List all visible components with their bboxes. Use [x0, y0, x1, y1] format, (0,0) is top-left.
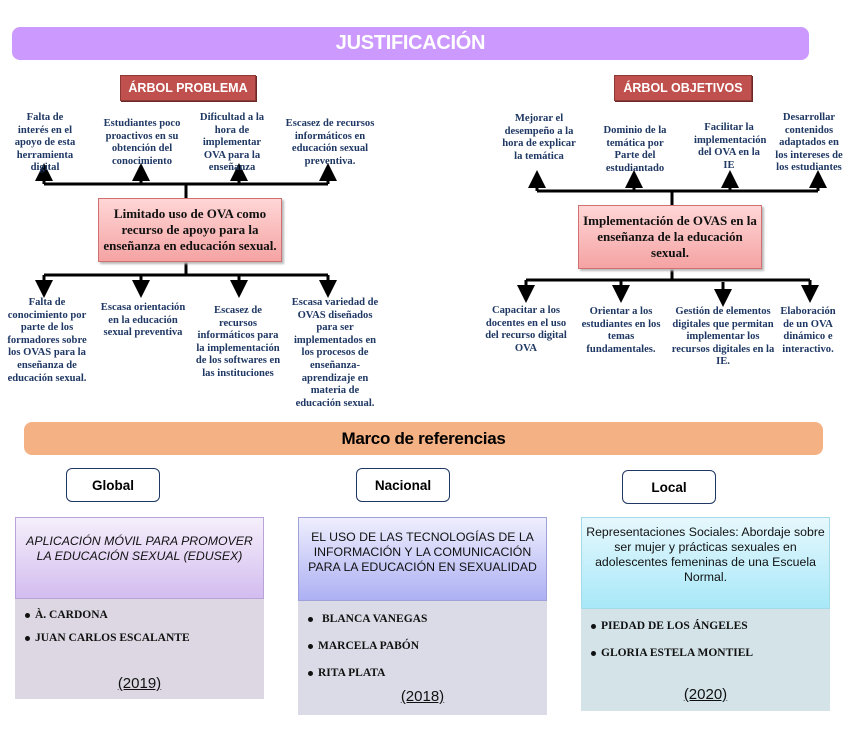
- objective-end: Facilitar la implementación del OVA en l…: [694, 122, 767, 171]
- author-name: GLORIA ESTELA MONTIEL: [601, 647, 754, 659]
- reference-card-global: APLICACIÓN MÓVIL PARA PROMOVER LA EDUCAC…: [15, 517, 264, 699]
- author-name: PIEDAD DE LOS ÁNGELES: [601, 620, 748, 632]
- objective-mean: Orientar a los estudiantes en los temas …: [581, 306, 661, 355]
- bullet-icon: [308, 643, 313, 649]
- reference-year: (2018): [400, 688, 445, 705]
- author-item: JUAN CARLOS ESCALANTE: [25, 632, 190, 644]
- reference-year: (2019): [117, 675, 162, 692]
- reference-body: BLANCA VANEGAS MARCELA PABÓN RITA PLATA …: [298, 601, 547, 715]
- reference-title: Representaciones Sociales: Abordaje sobr…: [581, 517, 830, 609]
- author-name: MARCELA PABÓN: [318, 640, 420, 652]
- references-title: Marco de referencias: [341, 428, 506, 448]
- reference-title: EL USO DE LAS TECNOLOGÍAS DE LA INFORMAC…: [298, 517, 547, 601]
- bullet-icon: [591, 623, 596, 629]
- objective-end: Mejorar el desempeño a la hora de explic…: [502, 113, 576, 162]
- author-item: PIEDAD DE LOS ÁNGELES: [591, 620, 748, 632]
- problem-cause: Escasez de recursos informáticos para la…: [195, 305, 281, 379]
- problem-effect: Escasez de recursos informáticos en educ…: [285, 118, 375, 167]
- problem-cause: Escasa orientación en la educación sexua…: [100, 302, 186, 339]
- problem-effect: Estudiantes poco proactivos en su obtenc…: [103, 118, 181, 167]
- author-name: À. CARDONA: [35, 609, 108, 621]
- reference-title: APLICACIÓN MÓVIL PARA PROMOVER LA EDUCAC…: [15, 517, 264, 599]
- problem-tree-label: ÁRBOL PROBLEMA: [120, 75, 256, 101]
- problem-core-text: Limitado uso de OVA como recurso de apoy…: [103, 206, 277, 253]
- objective-mean: Capacitar a los docentes en el uso del r…: [485, 305, 567, 354]
- author-item: MARCELA PABÓN: [308, 640, 419, 652]
- author-item: GLORIA ESTELA MONTIEL: [591, 647, 753, 659]
- objective-end: Desarrollar contenidos adaptados en los …: [775, 112, 843, 174]
- problem-cause: Falta de conocimiento por parte de los f…: [7, 297, 87, 384]
- problem-effect: Dificultad a la hora de implementar OVA …: [199, 112, 265, 174]
- author-item: À. CARDONA: [25, 609, 108, 621]
- scope-global: Global: [66, 468, 160, 502]
- problem-effect: Falta de interés en el apoyo de esta her…: [14, 112, 76, 174]
- objectives-tree-label: ÁRBOL OBJETIVOS: [614, 75, 752, 101]
- objective-mean: Elaboración de un OVA dinámico e interac…: [780, 306, 836, 355]
- bullet-icon: [591, 650, 596, 656]
- title-banner: JUSTIFICACIÓN: [12, 27, 809, 60]
- author-item: RITA PLATA: [308, 667, 385, 679]
- scope-local: Local: [622, 470, 716, 504]
- bullet-icon: [25, 612, 30, 618]
- objective-mean: Gestión de elementos digitales que permi…: [671, 306, 775, 368]
- reference-body: PIEDAD DE LOS ÁNGELES GLORIA ESTELA MONT…: [581, 609, 830, 711]
- objective-end: Dominio de la temática por Parte del est…: [603, 125, 667, 174]
- objectives-core: Implementación de OVAS en la enseñanza d…: [578, 205, 762, 269]
- objectives-core-text: Implementación de OVAS en la enseñanza d…: [583, 213, 757, 260]
- scope-nacional: Nacional: [356, 468, 450, 502]
- problem-cause: Escasa variedad de OVAS diseñados para s…: [291, 297, 379, 409]
- page-title: JUSTIFICACIÓN: [335, 32, 486, 54]
- author-name: JUAN CARLOS ESCALANTE: [35, 632, 190, 644]
- bullet-icon: [25, 635, 30, 641]
- reference-body: À. CARDONA JUAN CARLOS ESCALANTE (2019): [15, 599, 264, 699]
- reference-year: (2020): [683, 686, 728, 703]
- author-name: BLANCA VANEGAS: [322, 613, 428, 625]
- problem-core: Limitado uso de OVA como recurso de apoy…: [98, 198, 282, 262]
- bullet-icon: [308, 670, 313, 676]
- references-banner: Marco de referencias: [24, 422, 823, 455]
- author-item: BLANCA VANEGAS: [308, 613, 427, 625]
- reference-card-local: Representaciones Sociales: Abordaje sobr…: [581, 517, 830, 711]
- bullet-icon: [308, 616, 313, 622]
- reference-card-nacional: EL USO DE LAS TECNOLOGÍAS DE LA INFORMAC…: [298, 517, 547, 715]
- author-name: RITA PLATA: [318, 667, 386, 679]
